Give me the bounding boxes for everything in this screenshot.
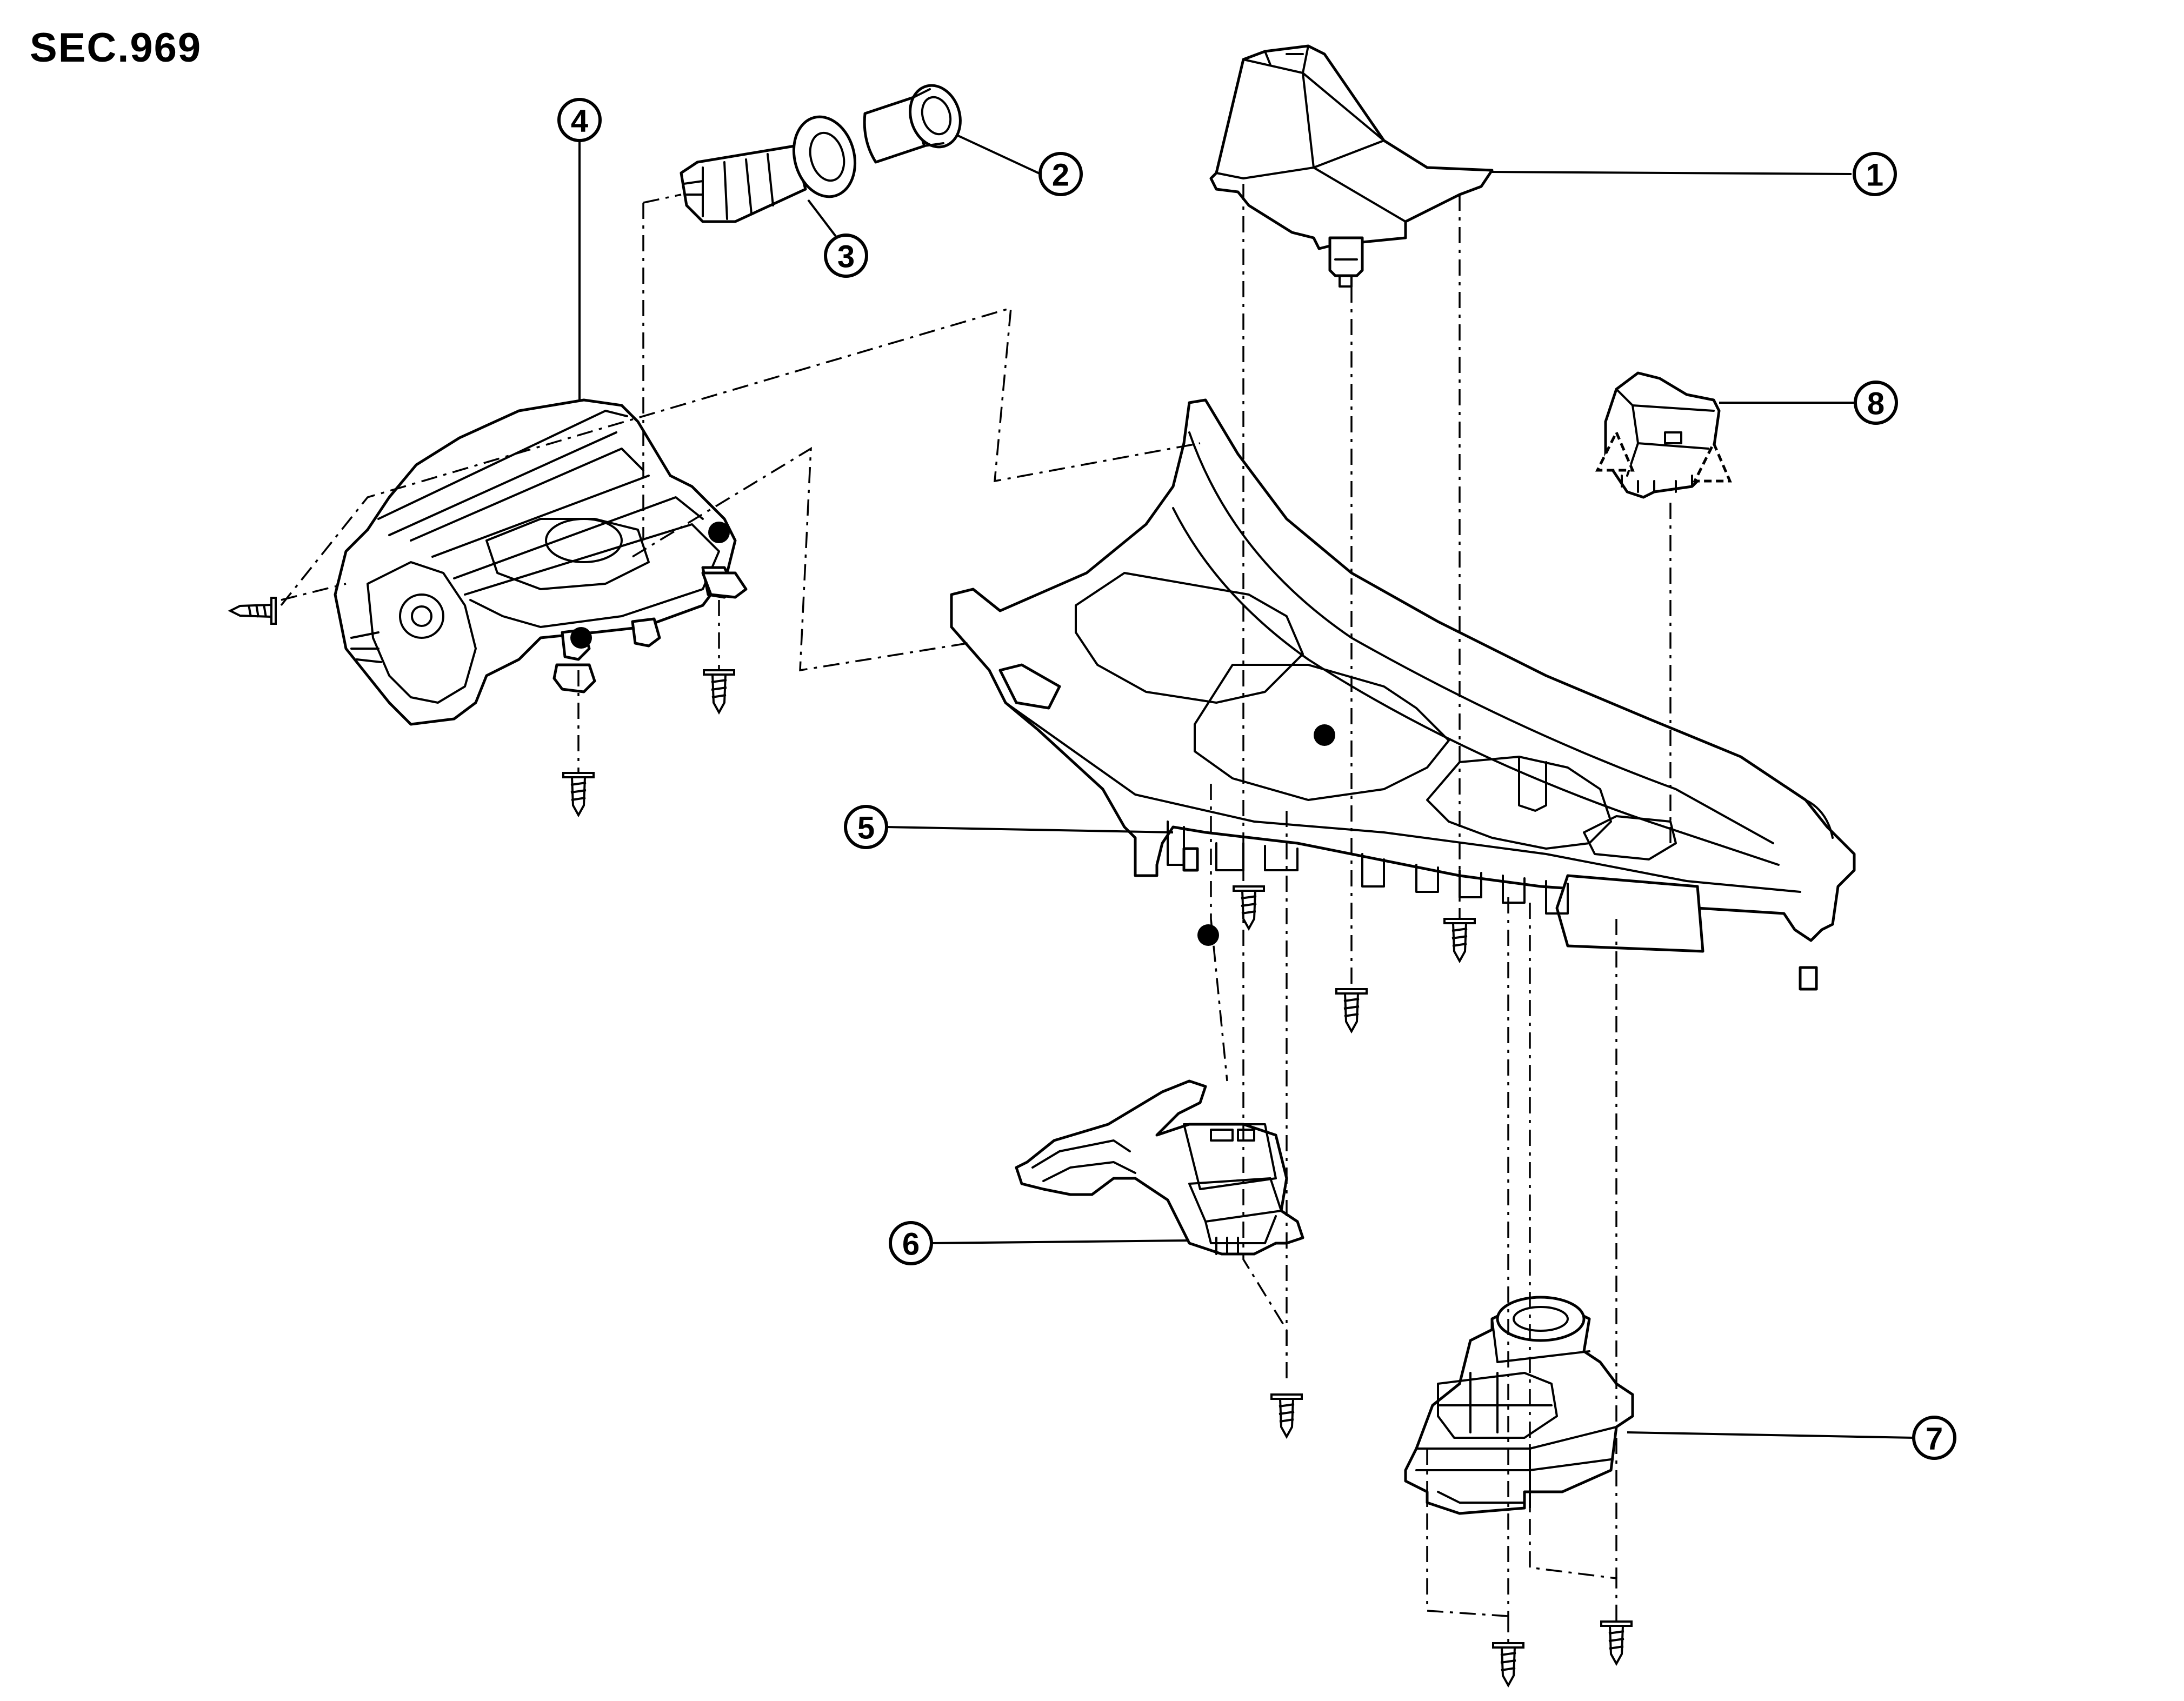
part-2-plug bbox=[863, 84, 962, 164]
leader-lines bbox=[578, 134, 1914, 1439]
svg-text:8: 8 bbox=[1867, 386, 1885, 422]
screw-icon bbox=[1270, 1393, 1303, 1438]
callout-6: 6 bbox=[889, 1221, 933, 1265]
clip-dot-icon bbox=[1197, 924, 1219, 946]
screw-icon bbox=[562, 772, 595, 816]
screw-icon bbox=[1492, 1642, 1524, 1686]
screw-icon bbox=[1233, 885, 1265, 930]
callout-5: 5 bbox=[844, 805, 888, 849]
part-8-switch bbox=[1595, 371, 1732, 499]
part-4-console-box bbox=[334, 398, 748, 726]
callout-4: 4 bbox=[557, 98, 602, 142]
screw-icon bbox=[1443, 918, 1476, 962]
clip-dot-icon bbox=[708, 522, 730, 543]
callout-2: 2 bbox=[1038, 152, 1083, 196]
svg-text:4: 4 bbox=[571, 104, 588, 139]
screw-icon bbox=[229, 597, 277, 625]
part-3-socket bbox=[680, 115, 857, 223]
svg-text:6: 6 bbox=[902, 1227, 920, 1262]
callout-8: 8 bbox=[1854, 381, 1898, 425]
svg-text:3: 3 bbox=[837, 239, 855, 275]
clips bbox=[570, 522, 1335, 946]
callout-7: 7 bbox=[1912, 1416, 1956, 1460]
section-code: SEC.969 bbox=[30, 25, 202, 71]
svg-text:5: 5 bbox=[857, 811, 875, 846]
assembly-lines bbox=[280, 184, 1672, 1649]
part-5-console-frame bbox=[950, 398, 1856, 991]
part-1-finisher bbox=[1209, 44, 1494, 288]
svg-text:2: 2 bbox=[1052, 158, 1069, 193]
screw-icon bbox=[703, 669, 735, 713]
screw-icon bbox=[1600, 1620, 1633, 1665]
part-7-shifter bbox=[1404, 1296, 1634, 1515]
clip-dot-icon bbox=[570, 627, 592, 649]
clip-dot-icon bbox=[1314, 724, 1335, 746]
screw-icon bbox=[1335, 988, 1368, 1032]
part-6-harness bbox=[1015, 1079, 1304, 1256]
callout-3: 3 bbox=[824, 234, 868, 278]
callouts: 1 2 3 4 5 6 7 bbox=[557, 98, 1956, 1460]
svg-text:7: 7 bbox=[1926, 1422, 1943, 1457]
svg-text:1: 1 bbox=[1866, 158, 1883, 193]
callout-1: 1 bbox=[1853, 152, 1897, 196]
